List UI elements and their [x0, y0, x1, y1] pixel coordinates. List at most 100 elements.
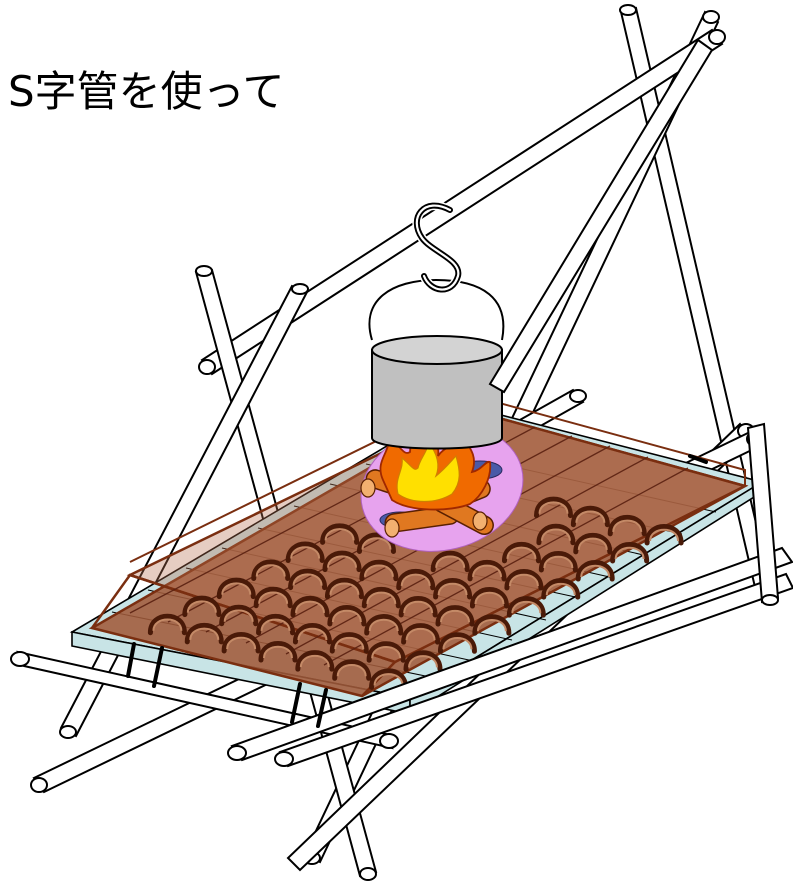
log-ridge-highlight	[442, 637, 473, 650]
pole-front-lower-right-b	[274, 572, 793, 768]
log-ridge-highlight	[189, 627, 220, 641]
log-ridge	[258, 641, 298, 663]
log-ridge	[182, 595, 222, 618]
pole-front-diagonal-a	[488, 38, 714, 394]
log-ridge-highlight	[334, 636, 365, 650]
log-ridge	[324, 577, 364, 600]
log-ridge-highlight	[476, 618, 507, 632]
log-ridge-highlight	[408, 655, 438, 668]
log-ridge	[295, 650, 335, 672]
log-ridge-highlight	[331, 609, 362, 623]
log-ridge	[396, 569, 436, 591]
log-ridge-highlight	[511, 600, 542, 614]
log-ridge-highlight	[371, 645, 402, 659]
log-ridge-highlight	[262, 645, 293, 659]
log-ridge-highlight	[474, 591, 505, 605]
tripod-front-poles	[10, 38, 793, 768]
log-ridge	[506, 596, 546, 618]
log-ridge-highlight	[329, 582, 360, 595]
log-ridge	[369, 668, 409, 690]
log-ridge	[292, 623, 332, 645]
log-ridge	[570, 505, 610, 528]
log-ridge-highlight	[543, 555, 574, 569]
log-ridge	[364, 614, 404, 636]
log-ridge-highlight	[260, 618, 291, 632]
log-ridge	[469, 587, 509, 609]
log-ridge	[398, 596, 438, 618]
log-ridge-highlight	[612, 519, 643, 533]
log-ridge	[285, 541, 325, 563]
tray-log-ridges	[147, 496, 684, 690]
log-ridge-highlight	[649, 528, 680, 542]
log-ridge	[644, 524, 684, 546]
log-ridge-highlight	[336, 664, 367, 677]
log-ridge	[322, 550, 362, 573]
log-ridge	[290, 596, 330, 618]
log-ridge	[320, 523, 360, 545]
log-ridge	[221, 632, 261, 654]
log-ridge	[253, 586, 293, 609]
log-ridge-highlight	[472, 564, 503, 578]
tie-straps	[126, 454, 708, 728]
log-ridge-highlight	[290, 546, 321, 559]
log-ridge	[573, 533, 613, 555]
log-ridge	[536, 523, 576, 546]
log-ridge-highlight	[540, 528, 571, 541]
campfire-icon	[360, 418, 524, 552]
log-ridge-highlight	[545, 582, 576, 596]
log-ridge	[251, 559, 291, 582]
log-ridge-highlight	[508, 573, 539, 587]
log-ridge	[430, 550, 470, 573]
log-ridge	[403, 650, 443, 672]
pole-hook-beam	[198, 28, 726, 376]
log-ridge-highlight	[400, 573, 431, 587]
log-ridge-highlight	[255, 564, 286, 577]
log-ridge	[366, 641, 406, 663]
log-ridge	[541, 578, 581, 600]
log-ridge	[147, 613, 187, 636]
log-ridge-highlight	[580, 564, 611, 578]
log-ridge	[184, 623, 224, 645]
log-ridge-highlight	[366, 591, 397, 605]
log-ridge	[401, 623, 441, 645]
log-ridge-highlight	[368, 618, 399, 632]
log-ridge-highlight	[361, 537, 392, 550]
log-ridge	[437, 632, 477, 654]
log-ridge-highlight	[295, 600, 325, 614]
log-ridge	[538, 551, 578, 573]
log-ridge	[467, 560, 507, 582]
log-ridge-highlight	[614, 546, 645, 560]
log-ridge-highlight	[373, 673, 404, 686]
pot-icon	[368, 278, 505, 450]
log-ridge-highlight	[226, 636, 257, 650]
pole-front-lower-right-a	[227, 546, 793, 762]
log-ridge-highlight	[186, 600, 217, 613]
log-ridge	[575, 560, 615, 582]
log-ridge-highlight	[324, 528, 355, 541]
log-ridge	[356, 532, 396, 555]
log-ridge-highlight	[440, 609, 471, 623]
log-ridge-highlight	[538, 501, 569, 514]
log-ridge-highlight	[299, 654, 330, 668]
log-ridge	[534, 496, 573, 519]
log-ridge	[435, 605, 475, 627]
log-ridge-highlight	[297, 627, 328, 641]
log-ridge-highlight	[506, 546, 537, 560]
log-ridge	[216, 577, 256, 600]
log-ridge-highlight	[435, 555, 466, 568]
log-ridge-highlight	[223, 609, 254, 622]
s-hook-icon	[412, 201, 463, 294]
log-ridge-highlight	[327, 555, 358, 568]
log-ridge-highlight	[575, 510, 606, 523]
log-ridge	[327, 605, 367, 627]
log-ridge	[361, 587, 401, 609]
log-ridge	[607, 515, 647, 537]
log-ridge	[256, 614, 296, 636]
log-ridge-highlight	[152, 618, 183, 631]
log-ridge	[504, 569, 544, 591]
log-ridge-highlight	[437, 582, 468, 596]
log-ridge	[610, 542, 650, 564]
log-ridge-highlight	[363, 564, 394, 577]
